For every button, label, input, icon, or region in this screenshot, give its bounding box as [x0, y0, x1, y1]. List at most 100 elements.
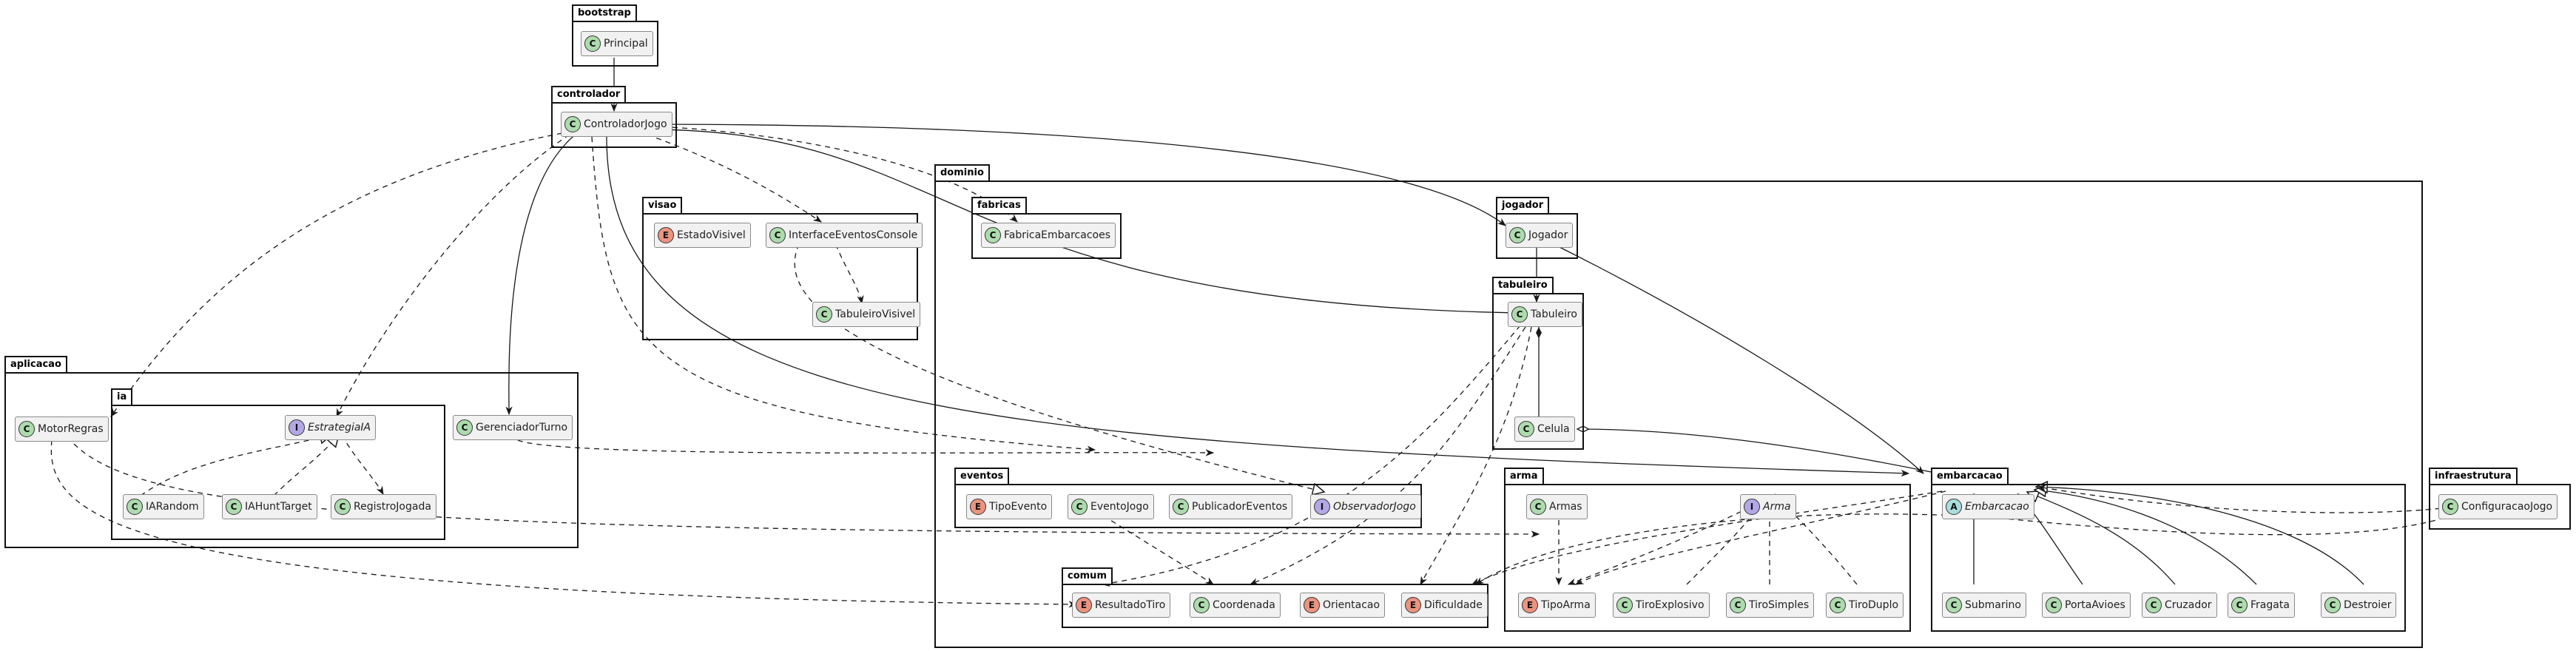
- class-interfaceeventosconsole[interactable]: C InterfaceEventosConsole: [766, 223, 923, 248]
- interface-arma[interactable]: I Arma: [1740, 494, 1796, 519]
- dep-configuracao-dificuldade: [1475, 493, 2486, 585]
- dep-controlador-eventojogo: [591, 136, 1096, 453]
- class-motorregras[interactable]: C MotorRegras: [15, 416, 109, 442]
- package-tab-controlador: controlador: [551, 86, 627, 104]
- package-tab-eventos: eventos: [954, 468, 1010, 485]
- class-icon: C: [1830, 597, 1846, 613]
- class-icon: C: [1530, 499, 1546, 515]
- enum-icon: E: [1304, 597, 1320, 613]
- class-name: Principal: [604, 38, 648, 50]
- class-fragata[interactable]: C Fragata: [2228, 593, 2295, 618]
- class-registrojogada[interactable]: C RegistroJogada: [331, 494, 436, 519]
- class-icon: C: [816, 306, 832, 323]
- class-gerenciadorturno[interactable]: C GerenciadorTurno: [453, 415, 573, 440]
- enum-tipoarma[interactable]: E TipoArma: [1518, 593, 1596, 618]
- package-tab-bootstrap: bootstrap: [572, 4, 637, 22]
- class-publicadoreventos[interactable]: C PublicadorEventos: [1169, 494, 1293, 519]
- class-icon: C: [2324, 597, 2341, 613]
- package-eventos: [954, 484, 1422, 528]
- class-iahunttarget[interactable]: C IAHuntTarget: [222, 494, 317, 519]
- interface-estrategiaia[interactable]: I EstrategiaIA: [285, 415, 377, 440]
- class-armas[interactable]: C Armas: [1526, 494, 1588, 519]
- class-fabricaembarcacoes[interactable]: C FabricaEmbarcacoes: [981, 223, 1116, 248]
- class-icon: C: [1071, 499, 1088, 515]
- package-aplicacao: [4, 372, 579, 548]
- class-name: InterfaceEventosConsole: [789, 229, 918, 241]
- class-icon: C: [1616, 597, 1633, 613]
- enum-icon: E: [658, 227, 674, 243]
- assoc-jogador-embarcacao: [1553, 243, 1924, 474]
- enum-icon: E: [1522, 597, 1538, 613]
- class-configuracaojogo[interactable]: C ConfiguracaoJogo: [2438, 494, 2558, 519]
- dep-tabuleiro-coordenada: [1249, 326, 1526, 585]
- class-tiroduplo[interactable]: C TiroDuplo: [1826, 593, 1904, 618]
- package-arma: [1504, 484, 1911, 632]
- class-name: Coordenada: [1213, 599, 1275, 611]
- enum-icon: E: [970, 499, 986, 515]
- class-principal[interactable]: C Principal: [581, 31, 653, 56]
- package-tab-tabuleiro: tabuleiro: [1492, 277, 1554, 294]
- enum-resultadotiro[interactable]: E ResultadoTiro: [1072, 593, 1171, 618]
- class-icon: C: [564, 116, 581, 132]
- class-icon: C: [18, 421, 35, 437]
- class-name: IAHuntTarget: [245, 501, 312, 513]
- class-controladorjogo[interactable]: C ControladorJogo: [561, 112, 672, 137]
- package-comum: [1062, 584, 1488, 628]
- class-portaavioes[interactable]: C PortaAvioes: [2042, 593, 2131, 618]
- package-tab-fabricas: fabricas: [971, 197, 1027, 215]
- class-icon: C: [1511, 306, 1528, 323]
- class-icon: C: [769, 227, 786, 243]
- enum-dificuldade[interactable]: E Dificuldade: [1401, 593, 1488, 618]
- class-name: RegistroJogada: [354, 501, 431, 513]
- class-eventojogo[interactable]: C EventoJogo: [1068, 494, 1154, 519]
- class-destroier[interactable]: C Destroier: [2321, 593, 2397, 618]
- abstract-embarcacao[interactable]: A Embarcacao: [1942, 494, 2034, 519]
- dep-evento-coordenada: [1094, 510, 1214, 585]
- class-name: EventoJogo: [1090, 501, 1149, 513]
- realize-iahunttarget: [273, 435, 339, 496]
- class-tabuleirovisivel[interactable]: C TabuleiroVisivel: [812, 302, 921, 327]
- interface-observadorjogo[interactable]: I ObservadorJogo: [1310, 494, 1421, 519]
- class-name: Cruzador: [2165, 599, 2212, 611]
- package-ia: [111, 405, 445, 540]
- package-dominio: [934, 181, 2423, 648]
- inherit-cruzador: [2027, 492, 2176, 585]
- class-celula[interactable]: C Celula: [1514, 416, 1575, 442]
- package-tab-dominio: dominio: [934, 164, 990, 182]
- assoc-controlador-embarcacao: [606, 136, 1910, 477]
- class-name: PublicadorEventos: [1192, 501, 1288, 513]
- class-tirosimples[interactable]: C TiroSimples: [1726, 593, 1815, 618]
- enum-tipoevento[interactable]: E TipoEvento: [966, 494, 1053, 519]
- class-iarandom[interactable]: C IARandom: [123, 494, 204, 519]
- class-submarino[interactable]: C Submarino: [1942, 593, 2026, 618]
- enum-estadovisivel[interactable]: E EstadoVisivel: [654, 223, 751, 248]
- class-name: MotorRegras: [38, 423, 104, 435]
- realize-iarandom: [140, 435, 331, 496]
- class-name: GerenciadorTurno: [476, 422, 568, 434]
- class-tiroexplosivo[interactable]: C TiroExplosivo: [1613, 593, 1710, 618]
- package-tab-comum: comum: [1062, 567, 1113, 585]
- package-tabuleiro: [1492, 293, 1584, 450]
- class-icon: C: [2442, 499, 2458, 515]
- class-coordenada[interactable]: C Coordenada: [1190, 593, 1281, 618]
- class-name: Tabuleiro: [1531, 308, 1577, 320]
- dep-tabuleiro-resultadotiro: [1101, 325, 1521, 587]
- class-name: IARandom: [146, 501, 199, 513]
- class-tabuleiro[interactable]: C Tabuleiro: [1508, 302, 1582, 327]
- package-jogador: [1496, 213, 1578, 259]
- enum-orientacao[interactable]: E Orientacao: [1300, 593, 1386, 618]
- package-infraestrutura: [2429, 484, 2571, 530]
- realize-interface-observador: [794, 243, 1324, 492]
- package-fabricas: [971, 213, 1122, 259]
- interface-icon: I: [1744, 499, 1760, 515]
- class-name: Submarino: [1965, 599, 2021, 611]
- class-icon: C: [1946, 597, 1962, 613]
- inherit-destroier: [2036, 487, 2364, 585]
- class-jogador[interactable]: C Jogador: [1506, 223, 1574, 248]
- package-controlador: [551, 102, 677, 148]
- class-cruzador[interactable]: C Cruzador: [2142, 593, 2217, 618]
- dep-motor-tipoarma: [73, 443, 1540, 538]
- class-name: Arma: [1763, 501, 1791, 513]
- class-icon: C: [456, 419, 473, 436]
- dep-controlador-estrategia: [336, 134, 570, 418]
